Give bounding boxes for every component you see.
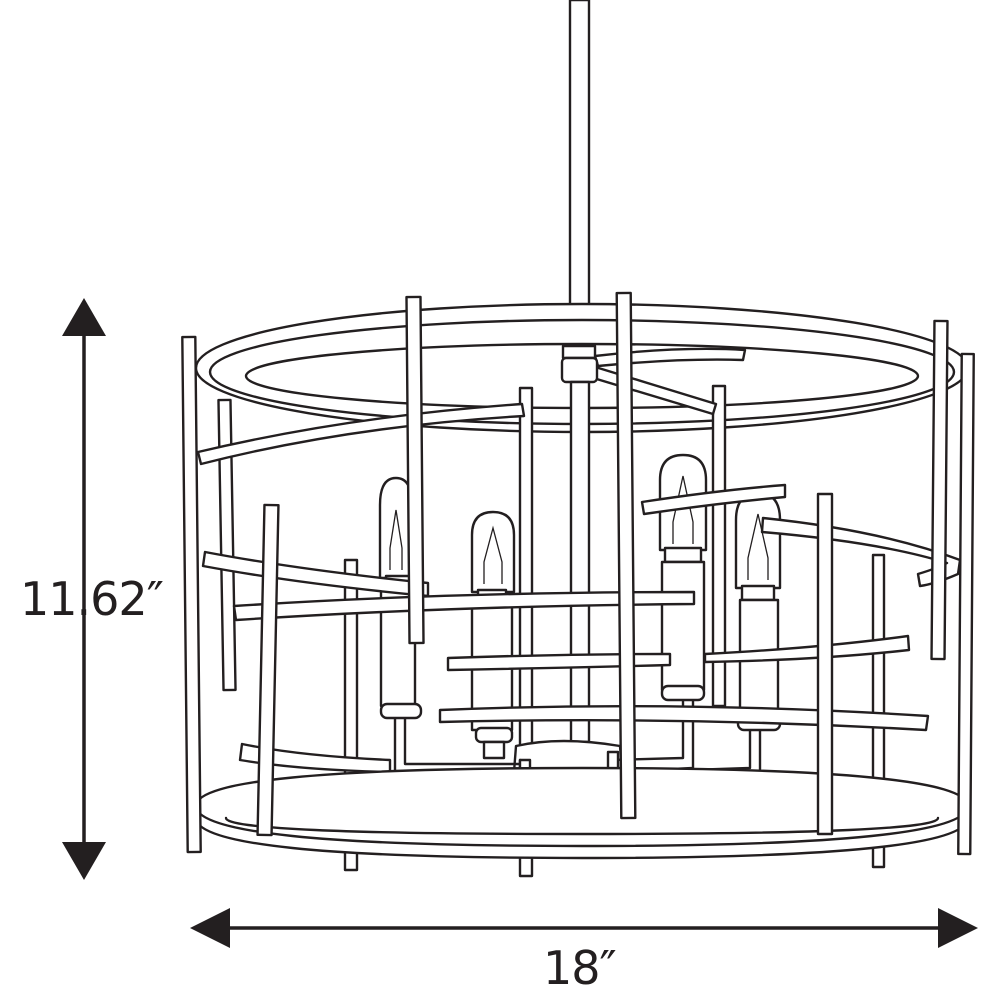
width-dimension-label: 18″ — [543, 941, 617, 995]
central-stem — [512, 344, 624, 774]
bottom-ring — [194, 766, 970, 860]
width-dimension-arrow-icon — [190, 908, 978, 948]
down-rod — [568, 0, 591, 308]
middle-strips — [201, 483, 962, 774]
height-dimension-label: 11.62″ — [20, 572, 164, 626]
front-bars — [181, 291, 975, 856]
height-dimension-arrow-icon — [62, 298, 106, 880]
